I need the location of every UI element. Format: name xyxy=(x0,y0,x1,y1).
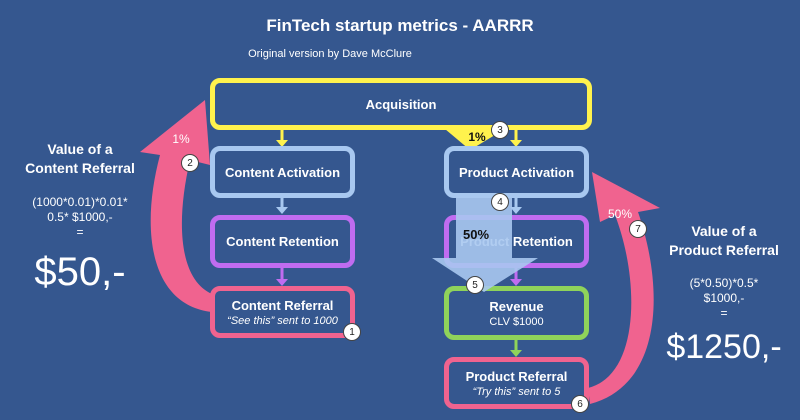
content-formula-line1: (1000*0.01)*0.01* xyxy=(32,195,128,209)
acq-to-product-arrowhead xyxy=(510,140,522,147)
content-activation-arrowhead xyxy=(276,207,288,214)
product-referral-value-heading: Value of a Product Referral xyxy=(648,222,800,260)
content-value-heading-line2: Content Referral xyxy=(25,160,135,176)
content-value-heading-line1: Value of a xyxy=(47,141,113,157)
product-referral-label: Product Referral xyxy=(465,368,568,384)
revenue-box: Revenue CLV $1000 xyxy=(444,286,589,340)
content-referral-label: Content Referral xyxy=(231,297,334,313)
acquisition-box: Acquisition xyxy=(210,78,592,130)
step-number-5: 5 xyxy=(466,276,484,294)
revenue-note: CLV $1000 xyxy=(489,315,544,328)
product-activation-box: Product Activation xyxy=(444,146,589,198)
product-referral-rate: 50% xyxy=(607,207,633,221)
content-referral-formula: (1000*0.01)*0.01* 0.5* $1000,- = xyxy=(0,195,160,240)
revenue-label: Revenue xyxy=(489,298,544,314)
product-referral-value: $1250,- xyxy=(666,328,782,366)
product-formula-equals: = xyxy=(720,306,728,320)
acquisition-to-product-rate: 1% xyxy=(468,130,486,144)
product-to-revenue-rate: 50% xyxy=(462,227,490,242)
step-number-3: 3 xyxy=(491,121,509,139)
product-to-revenue-big-arrow xyxy=(432,196,538,292)
product-referral-box: Product Referral “Try this” sent to 5 xyxy=(444,357,589,409)
product-formula-line1: (5*0.50)*0.5* xyxy=(689,276,759,290)
content-referral-value-heading: Value of a Content Referral xyxy=(0,140,160,178)
content-activation-box: Content Activation xyxy=(210,146,355,198)
diagram-subtitle: Original version by Dave McClure xyxy=(248,48,412,60)
step-number-6: 6 xyxy=(571,395,589,413)
content-referral-value: $50,- xyxy=(34,250,126,294)
product-activation-label: Product Activation xyxy=(458,164,575,180)
content-retention-arrowhead xyxy=(276,279,288,286)
acq-1pct-wedge xyxy=(445,129,505,150)
step-number-2: 2 xyxy=(181,154,199,172)
content-formula-line2: 0.5* $1000,- xyxy=(47,210,113,224)
content-formula-equals: = xyxy=(76,225,84,239)
product-value-heading-line2: Product Referral xyxy=(669,242,779,258)
step-number-4: 4 xyxy=(491,193,509,211)
content-referral-rate: 1% xyxy=(172,132,190,146)
content-retention-label: Content Retention xyxy=(226,234,339,249)
acquisition-label: Acquisition xyxy=(365,96,437,112)
acq-to-content-arrowhead xyxy=(276,140,288,147)
product-value-heading-line1: Value of a xyxy=(691,223,757,239)
content-retention-box: Content Retention xyxy=(210,215,355,268)
product-referral-note: “Try this” sent to 5 xyxy=(472,385,561,398)
step-number-1: 1 xyxy=(343,323,361,341)
product-retention-arrowhead xyxy=(510,279,522,286)
product-activation-arrowhead xyxy=(510,207,522,214)
product-referral-formula: (5*0.50)*0.5* $1000,- = xyxy=(648,276,800,321)
product-formula-line2: $1000,- xyxy=(703,291,745,305)
step-number-7: 7 xyxy=(629,220,647,238)
content-referral-loop-arrow xyxy=(140,100,212,312)
content-referral-box: Content Referral “See this” sent to 1000 xyxy=(210,286,355,338)
content-activation-label: Content Activation xyxy=(224,164,341,180)
revenue-arrowhead xyxy=(510,350,522,357)
diagram-title: FinTech startup metrics - AARRR xyxy=(266,16,534,35)
content-referral-note: “See this” sent to 1000 xyxy=(227,314,338,327)
